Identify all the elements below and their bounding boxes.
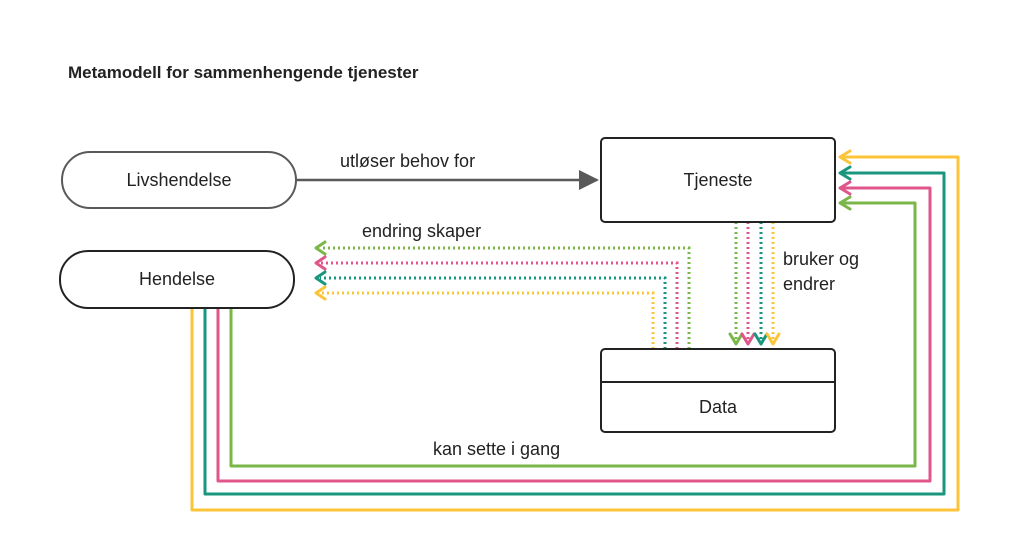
- livshendelse-label: Livshendelse: [126, 170, 231, 190]
- data-node: Data: [600, 348, 836, 433]
- endring-skaper-arrowheads: [314, 240, 327, 301]
- page-title: Metamodell for sammenhengende tjenester: [68, 63, 419, 82]
- arrowhead-pink: [838, 180, 852, 196]
- arrowhead-green: [838, 195, 852, 211]
- loop-yellow: [190, 155, 960, 512]
- bruker-og-endrer-arrowheads: [728, 332, 781, 346]
- loop-green: [229, 201, 917, 468]
- arrowhead-teal: [838, 165, 852, 181]
- hendelse-label: Hendelse: [139, 269, 215, 289]
- dotted-green: [320, 246, 691, 349]
- tjeneste-node: Tjeneste: [600, 137, 836, 223]
- dotted-pink: [320, 261, 679, 349]
- arrowhead-yellow: [838, 149, 852, 165]
- tjeneste-label: Tjeneste: [683, 170, 752, 190]
- dotted-teal: [320, 276, 667, 349]
- loop-pink: [216, 186, 932, 483]
- utloser-label: utløser behov for: [340, 151, 475, 171]
- bruker-og-endrer-connectors: [734, 222, 775, 340]
- endring-skaper-connectors: [320, 246, 691, 349]
- bruker-label-line2: endrer: [783, 274, 835, 294]
- bruker-label-line1: bruker og: [783, 249, 859, 269]
- endring-label: endring skaper: [362, 221, 481, 241]
- kan-sette-label: kan sette i gang: [433, 439, 560, 459]
- data-label: Data: [699, 397, 738, 417]
- kan-sette-i-gang-connectors: [190, 155, 960, 512]
- dotted-yellow: [320, 291, 655, 349]
- hendelse-node: Hendelse: [59, 250, 295, 309]
- loop-teal: [203, 171, 946, 496]
- kan-sette-i-gang-arrowheads: [838, 149, 852, 211]
- livshendelse-node: Livshendelse: [61, 151, 297, 209]
